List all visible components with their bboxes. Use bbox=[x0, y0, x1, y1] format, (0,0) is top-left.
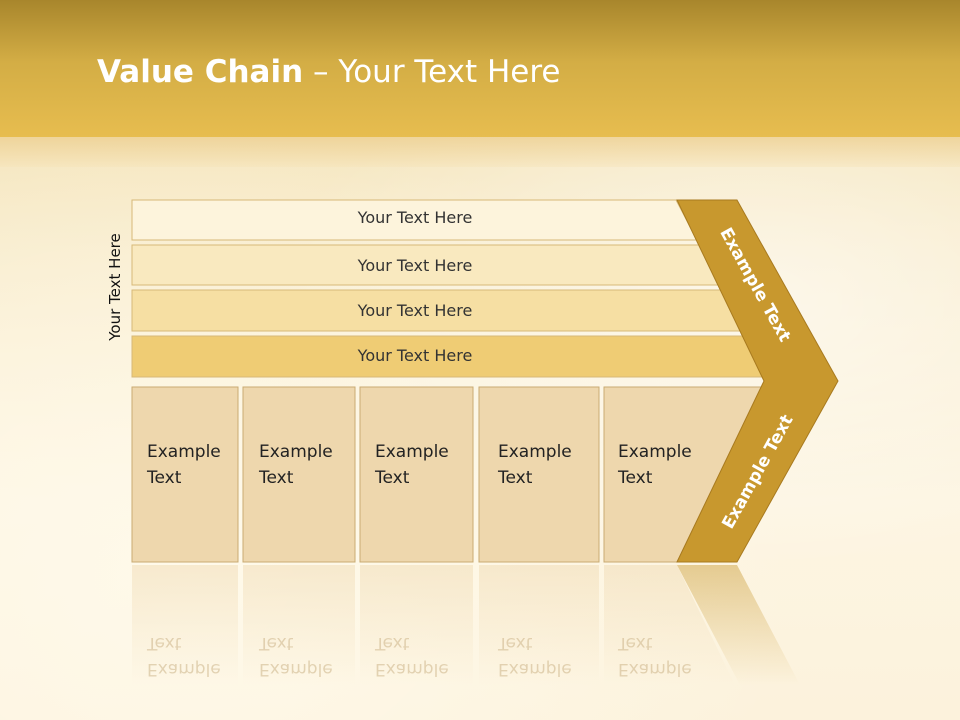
column-reflection-3-line1: Example bbox=[375, 659, 449, 679]
row-label-3: Your Text Here bbox=[357, 301, 473, 320]
title-rest: – Your Text Here bbox=[303, 54, 561, 90]
chevron-reflection bbox=[677, 565, 800, 685]
row-label-2: Your Text Here bbox=[357, 256, 473, 275]
column-reflection-1-line1: Example bbox=[147, 659, 221, 679]
column-label-1-line2: Text bbox=[147, 468, 182, 488]
header-shadow-band bbox=[0, 137, 960, 167]
column-reflection-4-line1: Example bbox=[498, 659, 572, 679]
row-label-1: Your Text Here bbox=[357, 208, 473, 227]
column-box-3 bbox=[359, 386, 474, 563]
column-reflection-2-line2: Text bbox=[259, 633, 294, 653]
column-box-4 bbox=[478, 386, 600, 563]
column-reflection-2 bbox=[243, 565, 355, 685]
column-reflection-3-line2: Text bbox=[375, 633, 410, 653]
header-band bbox=[0, 0, 960, 137]
column-reflection-4-line2: Text bbox=[498, 633, 533, 653]
column-label-5-line1: Example bbox=[618, 442, 692, 462]
column-reflection-5-line1: Example bbox=[618, 659, 692, 679]
column-reflection-2-line1: Example bbox=[259, 659, 333, 679]
column-label-reflection-4: Example Text bbox=[498, 630, 593, 682]
column-box-2 bbox=[242, 386, 356, 563]
column-label-4-line2: Text bbox=[498, 468, 533, 488]
column-label-1-line1: Example bbox=[147, 442, 221, 462]
slide-title: Value Chain – Your Text Here bbox=[97, 54, 560, 90]
column-reflection-1 bbox=[132, 565, 238, 685]
title-bold: Value Chain bbox=[97, 54, 304, 90]
column-box-1 bbox=[131, 386, 239, 563]
column-label-4-line1: Example bbox=[498, 442, 572, 462]
chevron-arrow bbox=[676, 199, 839, 563]
column-label-2-line1: Example bbox=[259, 442, 333, 462]
column-label-reflection-1: Example Text bbox=[147, 630, 242, 682]
row-label-4: Your Text Here bbox=[357, 346, 473, 365]
column-label-5-line2: Text bbox=[618, 468, 653, 488]
column-label-reflection-5: Example Text bbox=[618, 630, 713, 682]
column-label-reflection-3: Example Text bbox=[375, 630, 470, 682]
column-label-2-line2: Text bbox=[259, 468, 294, 488]
column-reflection-5 bbox=[604, 565, 735, 685]
column-label-3-line1: Example bbox=[375, 442, 449, 462]
column-label-3-line2: Text bbox=[375, 468, 410, 488]
column-label-reflection-2: Example Text bbox=[259, 630, 354, 682]
column-reflection-1-line2: Text bbox=[147, 633, 182, 653]
column-reflection-5-line2: Text bbox=[618, 633, 653, 653]
column-reflection-4 bbox=[479, 565, 599, 685]
column-reflection-3 bbox=[360, 565, 473, 685]
